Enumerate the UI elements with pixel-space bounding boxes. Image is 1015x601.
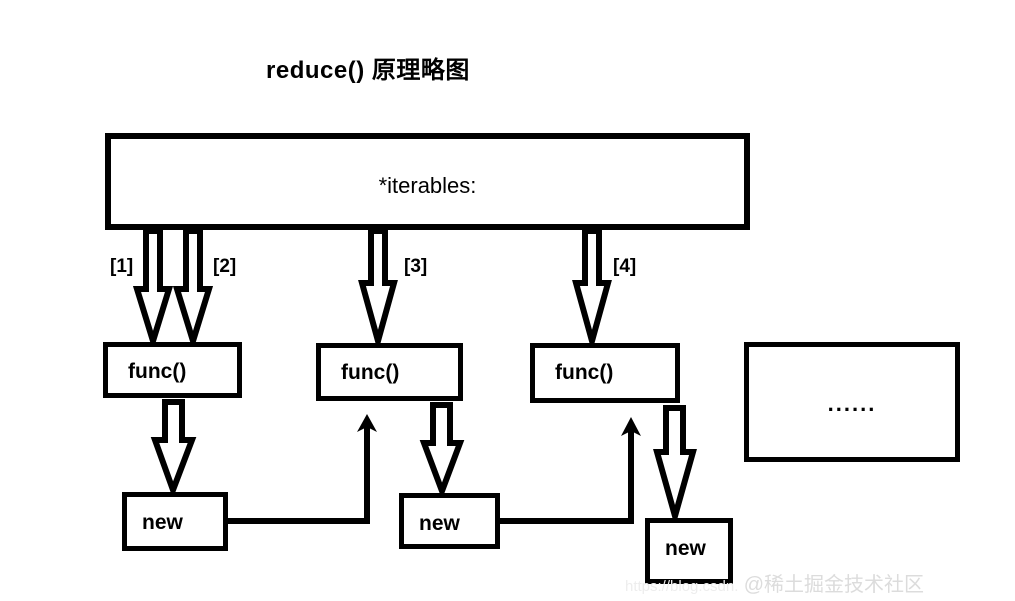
- block-arrow-func2-to-new2: [419, 402, 465, 500]
- step-label-3: [3]: [404, 256, 428, 277]
- new-box-1: new: [122, 492, 228, 551]
- func-box-2: func(): [316, 343, 463, 401]
- watermark-name: @稀土掘金技术社区: [743, 574, 924, 596]
- block-arrow-func1-to-new1: [150, 399, 197, 499]
- func-box-1: func(): [103, 342, 242, 398]
- new-box-3: new: [645, 518, 733, 584]
- block-arrow-step-2: [172, 228, 214, 352]
- watermark-url: https://blog.csdn.: [625, 578, 739, 595]
- step-label-2: [2]: [213, 256, 237, 277]
- iterables-label: *iterables:: [378, 173, 477, 198]
- step-label-1: [1]: [110, 256, 134, 277]
- func-box-3: func(): [530, 343, 680, 403]
- block-arrow-step-4: [572, 228, 612, 353]
- new-box-1-label: new: [142, 511, 183, 534]
- page-title: reduce() 原理略图: [266, 57, 470, 84]
- connector-new1-to-func2: [228, 414, 377, 524]
- block-arrow-func3-to-new3: [653, 405, 697, 528]
- connector-new2-to-func3: [500, 417, 641, 524]
- block-arrow-step-3: [358, 228, 398, 353]
- new-box-3-label: new: [665, 537, 706, 560]
- ellipsis-label: ......: [827, 391, 877, 416]
- watermark: https://blog.csdn. @稀土掘金技术社区: [625, 568, 1015, 598]
- func-box-3-label: func(): [555, 361, 614, 384]
- func-box-1-label: func(): [128, 360, 187, 383]
- new-box-2-label: new: [419, 512, 460, 535]
- block-arrow-step-1: [132, 228, 174, 352]
- func-box-2-label: func(): [341, 361, 400, 384]
- ellipsis-box: ......: [744, 342, 960, 462]
- new-box-2: new: [399, 493, 500, 549]
- step-label-4: [4]: [613, 256, 637, 277]
- iterables-box: *iterables:: [105, 133, 750, 230]
